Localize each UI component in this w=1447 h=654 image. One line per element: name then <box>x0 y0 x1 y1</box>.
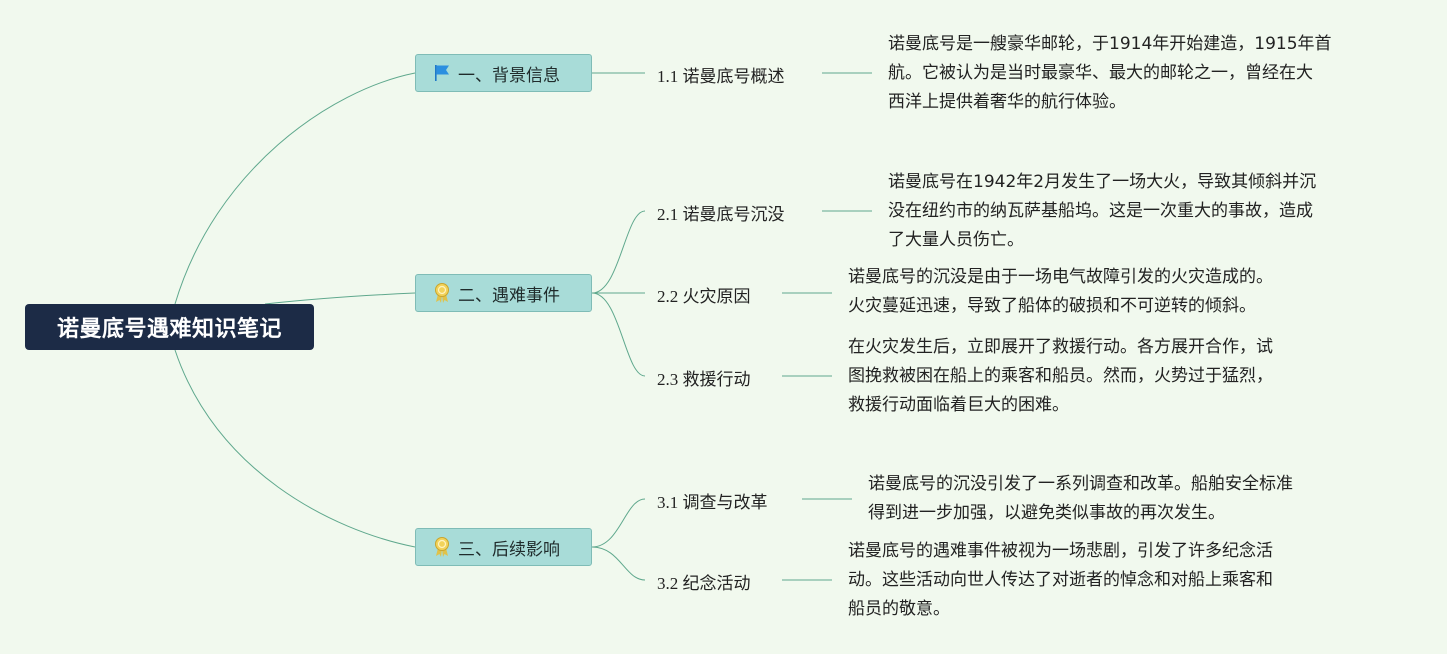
topic-3-1[interactable]: 3.1 调查与改革 <box>657 493 768 512</box>
connector-branch-3-topic-2 <box>591 546 646 581</box>
branch-aftermath[interactable]: 三、后续影响 <box>415 528 592 566</box>
note-2-1: 诺曼底号在1942年2月发生了一场大火，导致其倾斜并沉 没在纽约市的纳瓦萨基船坞… <box>888 172 1317 250</box>
connector-root-branch-3 <box>174 349 416 548</box>
connector-branch-2-topic-3 <box>591 292 646 377</box>
note-2-2: 诺曼底号的沉没是由于一场电气故障引发的火灾造成的。 火灾蔓延迅速，导致了船体的破… <box>848 267 1273 316</box>
branch-label: 三、后续影响 <box>458 539 560 560</box>
branch-incident[interactable]: 二、遇难事件 <box>415 274 592 312</box>
root-title: 诺曼底号遇难知识笔记 <box>56 317 282 342</box>
topic-2-3[interactable]: 2.3 救援行动 <box>657 370 751 389</box>
topic-2-2[interactable]: 2.2 火灾原因 <box>657 287 751 306</box>
topic-1-1[interactable]: 1.1 诺曼底号概述 <box>657 67 785 86</box>
connector-branch-2-topic-1 <box>591 210 646 294</box>
note-2-3: 在火灾发生后，立即展开了救援行动。各方展开合作，试 图挽救被困在船上的乘客和船员… <box>848 337 1273 415</box>
connector-root-branch-1 <box>174 72 416 305</box>
topic-3-2[interactable]: 3.2 纪念活动 <box>657 574 751 593</box>
note-3-2: 诺曼底号的遇难事件被视为一场悲剧，引发了许多纪念活 动。这些活动向世人传达了对逝… <box>848 541 1273 619</box>
flag-icon <box>432 63 452 83</box>
ribbon-icon <box>432 537 452 557</box>
branch-label: 二、遇难事件 <box>458 285 560 306</box>
ribbon-icon <box>432 283 452 303</box>
root-topic[interactable]: 诺曼底号遇难知识笔记 <box>25 304 314 350</box>
connector-branch-3-topic-1 <box>591 498 646 548</box>
branch-background-info[interactable]: 一、背景信息 <box>415 54 592 92</box>
topic-2-1[interactable]: 2.1 诺曼底号沉没 <box>657 205 785 224</box>
connector-root-branch-2 <box>264 292 416 305</box>
note-1-1: 诺曼底号是一艘豪华邮轮，于1914年开始建造，1915年首 航。它被认为是当时最… <box>888 34 1332 112</box>
branch-label: 一、背景信息 <box>458 65 560 86</box>
note-3-1: 诺曼底号的沉没引发了一系列调查和改革。船舶安全标准 得到进一步加强，以避免类似事… <box>868 474 1293 523</box>
